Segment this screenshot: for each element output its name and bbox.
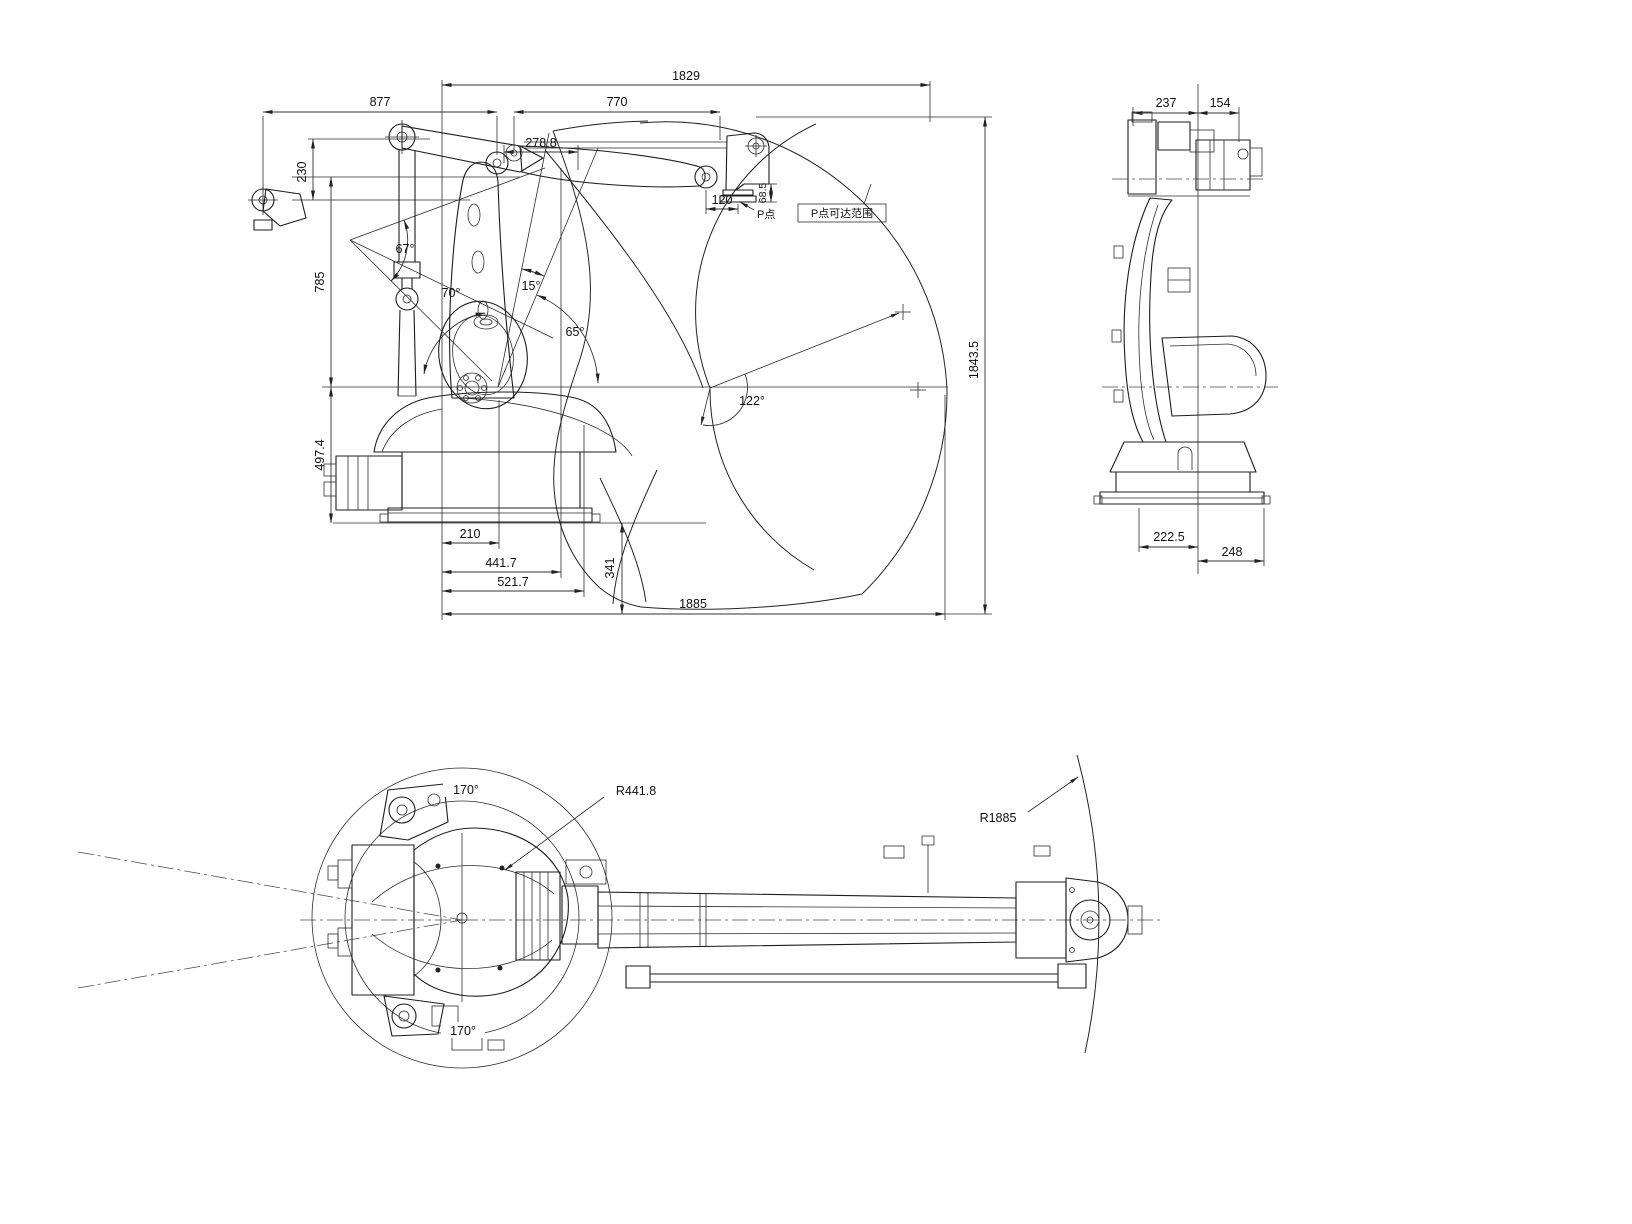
plan-angle-170-bottom: 170° [450,1024,476,1038]
forearm [519,141,727,189]
p-point-annotations: P点 P点可达范围 [739,183,887,223]
triangle-link [385,120,544,175]
robot-base [323,451,601,523]
wrist-flange [719,132,770,203]
dim-877: 877 [370,95,391,109]
front-dimensions: 1829 877 770 278.8 230 785 497.4 210 441… [262,69,987,616]
dim-210: 210 [460,527,481,541]
plan-top-bracket [379,783,449,841]
dim-341: 341 [603,558,617,579]
dim-68-5: 68.5 [757,183,769,204]
dim-1829: 1829 [672,69,700,83]
plan-reach-arc [1076,754,1100,1054]
dim-521-7: 521.7 [497,575,528,589]
angle-15-label: 15° [522,279,541,293]
angle-15: 15° [497,132,599,388]
side-view: 237 154 222.5 248 [1093,84,1278,574]
dim-441-7: 441.7 [485,556,516,570]
front-view: 1829 877 770 278.8 230 785 497.4 210 441… [248,69,992,620]
dim-154: 154 [1210,96,1231,110]
plan-wrist [1015,877,1143,963]
dim-770: 770 [607,95,628,109]
side-base [1093,441,1271,505]
dim-497-4: 497.4 [313,439,327,470]
arc-center-marker [895,304,926,398]
counterweight-rod [393,150,421,397]
dim-785: 785 [313,272,327,293]
shoulder-housing [438,300,528,410]
work-envelope [544,120,948,610]
robot-side-silhouette [1093,111,1271,505]
plan-radius-inner: R441.8 [616,784,656,798]
left-bracket [248,185,307,231]
dim-1885: 1885 [679,597,707,611]
angle-65: 65° [536,294,600,384]
plan-link-rod [625,963,1087,989]
plan-radius-outer: R1885 [980,811,1017,825]
robot-plan-silhouette [327,783,1143,1051]
dim-237: 237 [1156,96,1177,110]
plan-turntable [371,827,569,997]
dim-222-5: 222.5 [1153,530,1184,544]
robot-column [449,161,515,399]
angle-67: 67° [349,167,554,382]
side-top-mechanism [1127,111,1263,197]
dim-248: 248 [1222,545,1243,559]
side-column [1111,197,1191,443]
p-point-label: P点 [757,208,775,221]
robot-front-silhouette [248,120,770,523]
plan-arm [597,835,1051,949]
angle-122: 122° [700,312,900,426]
angle-67-label: 67° [396,242,415,256]
robot-turntable [373,391,633,457]
plan-bottom-bracket [383,995,505,1051]
side-motor-cover [1161,335,1267,417]
shoulder-motor-face [456,314,499,404]
front-angles: 67° 70° 15° 65° 122° [349,132,900,426]
p-range-label: P点可达范围 [811,206,873,220]
angle-65-label: 65° [566,325,585,339]
dim-230: 230 [295,162,309,183]
side-dimensions: 237 154 222.5 248 [1132,96,1265,563]
angle-122-label: 122° [739,394,765,408]
plan-centerlines [77,833,1160,1002]
angle-70: 70° [423,286,486,375]
plan-labels: 170° 170° R441.8 R1885 [441,776,1079,1038]
plan-view: 170° 170° R441.8 R1885 [77,754,1160,1069]
dim-1843-5: 1843.5 [967,341,981,379]
plan-angle-170-top: 170° [453,783,479,797]
